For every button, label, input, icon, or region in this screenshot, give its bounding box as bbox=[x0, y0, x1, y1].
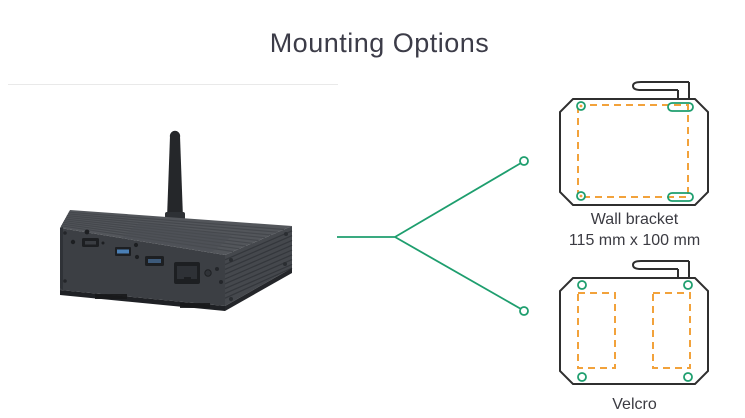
reset-button-icon bbox=[204, 269, 212, 277]
screw-icon bbox=[229, 258, 233, 262]
screw-icon bbox=[219, 280, 223, 284]
wall-bracket-name: Wall bracket bbox=[590, 211, 679, 228]
screw-icon bbox=[215, 267, 219, 271]
wall-bracket-outline-icon bbox=[559, 81, 709, 206]
antenna-glyph-icon bbox=[631, 260, 690, 278]
image-card-border bbox=[8, 84, 338, 85]
mounting-hole-icon bbox=[683, 372, 693, 382]
fork-connector-icon bbox=[337, 156, 529, 316]
connector-node-top bbox=[519, 156, 529, 166]
screw-icon bbox=[284, 232, 288, 236]
screw-icon bbox=[63, 279, 67, 283]
usb-port-icon bbox=[115, 247, 131, 256]
screw-icon bbox=[63, 231, 67, 235]
device-footprint-outline bbox=[577, 104, 689, 198]
velcro-strip-outline bbox=[652, 292, 691, 369]
page-title: Mounting Options bbox=[269, 28, 490, 58]
ports-group bbox=[63, 229, 288, 301]
led-icon bbox=[101, 241, 105, 245]
antenna-icon bbox=[165, 130, 185, 221]
mounting-hole-icon bbox=[577, 280, 587, 290]
screw-icon bbox=[283, 262, 287, 266]
hdmi-port-icon bbox=[145, 256, 164, 266]
media-player-image bbox=[60, 130, 293, 311]
wall-bracket-label: Wall bracket 115 mm x 100 mm bbox=[552, 209, 717, 251]
button-icon bbox=[84, 229, 90, 235]
velcro-outline-icon bbox=[559, 260, 709, 385]
mounting-hole-icon bbox=[577, 372, 587, 382]
mounting-slot-icon bbox=[667, 102, 694, 112]
button-icon bbox=[133, 242, 139, 248]
device-body bbox=[60, 210, 293, 311]
heatsink-fins-side bbox=[224, 230, 293, 299]
ethernet-port-icon bbox=[174, 262, 200, 284]
connector-node-bottom bbox=[519, 306, 529, 316]
bracket-outline bbox=[559, 98, 709, 206]
mounting-slot-icon bbox=[667, 192, 694, 202]
power-jack-icon bbox=[70, 239, 76, 245]
antenna-glyph-icon bbox=[631, 81, 690, 99]
mounting-hole-icon bbox=[576, 101, 586, 111]
bracket-outline bbox=[559, 277, 709, 385]
wall-bracket-dimensions: 115 mm x 100 mm bbox=[568, 232, 701, 249]
velcro-label: Velcro bbox=[552, 394, 717, 415]
mounting-hole-icon bbox=[576, 191, 586, 201]
mounting-hole-icon bbox=[683, 280, 693, 290]
velcro-name: Velcro bbox=[612, 396, 657, 413]
velcro-strip-outline bbox=[577, 292, 616, 369]
button-icon bbox=[134, 254, 140, 260]
screw-icon bbox=[229, 297, 233, 301]
hdmi-port-icon bbox=[82, 238, 99, 247]
